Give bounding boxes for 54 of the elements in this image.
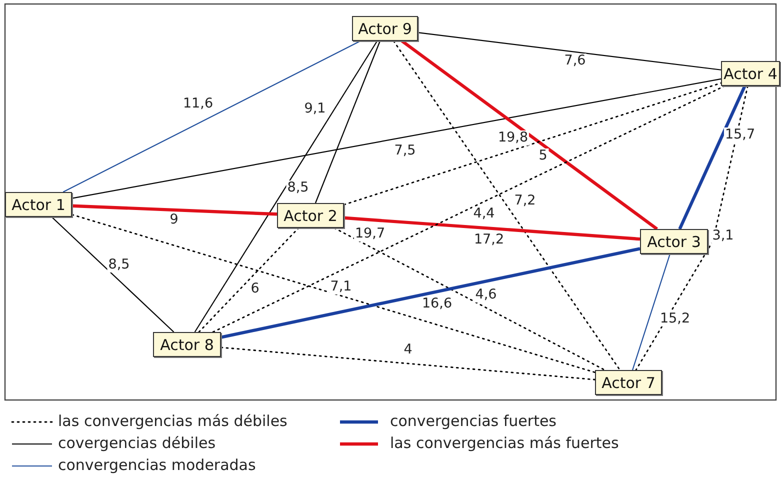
edge-label: 3,1 [711,228,735,244]
connector-line [418,32,722,70]
connector-line [72,78,722,199]
actor-name: Actor 4 [724,64,778,82]
actor-box [153,332,221,357]
actor-name: Actor 2 [284,206,338,224]
actor-name: Actor 3 [647,232,701,250]
legend-text: convergencias fuertes [390,412,556,430]
dotted-line [220,346,596,380]
actor-box [595,370,662,395]
edge-label: 4,6 [474,288,498,302]
actor-name: Actor 1 [12,196,66,214]
edge-label: 16,6 [420,296,454,312]
legend-text: convergencias moderadas [58,456,256,474]
edge-label: 7,6 [563,54,587,68]
connector-line [632,254,670,370]
edge-label: 15,2 [658,312,692,326]
connector-line [194,40,378,332]
connector-line [51,216,174,332]
connector-line [401,40,658,230]
edge-label: 17,2 [472,232,506,248]
connector-line [220,247,640,339]
edge-label: 7,2 [513,194,537,208]
actor-name: Actor 8 [160,336,214,354]
value-label: 19,7 [354,226,386,242]
actor-box [352,16,418,41]
edge-label: 7,1 [329,280,353,294]
actor-name: Actor 7 [602,374,656,392]
connector-line [344,216,640,241]
edge-label: 9,1 [303,102,327,116]
dotted-line [334,227,606,371]
actor-box [640,229,708,254]
dotted-line [392,40,621,371]
connector-line [314,40,381,204]
dotted-line [635,85,748,371]
edge-label: 8,5 [286,180,310,196]
legend-text: las convergencias más fuertes [390,434,619,452]
actor-box [277,203,344,228]
edge-label: 15,7 [724,128,756,142]
edge-label: 4,4 [472,206,496,222]
edge-label: 19,8 [496,130,530,146]
connector-line [62,40,361,192]
edge-label: 11,6 [182,96,214,112]
dotted-line [71,214,596,374]
actor-name: Actor 9 [358,20,412,38]
connector-line [678,85,746,230]
connector-line [72,204,278,216]
dotted-line [198,227,300,333]
legend-text: covergencias débiles [58,434,216,452]
edge-label: 8,5 [107,258,131,272]
dotted-line [343,82,722,206]
legend-text: las convergencias más débiles [58,412,288,430]
actor-box [5,192,72,217]
edge-label: 7,5 [393,144,417,158]
